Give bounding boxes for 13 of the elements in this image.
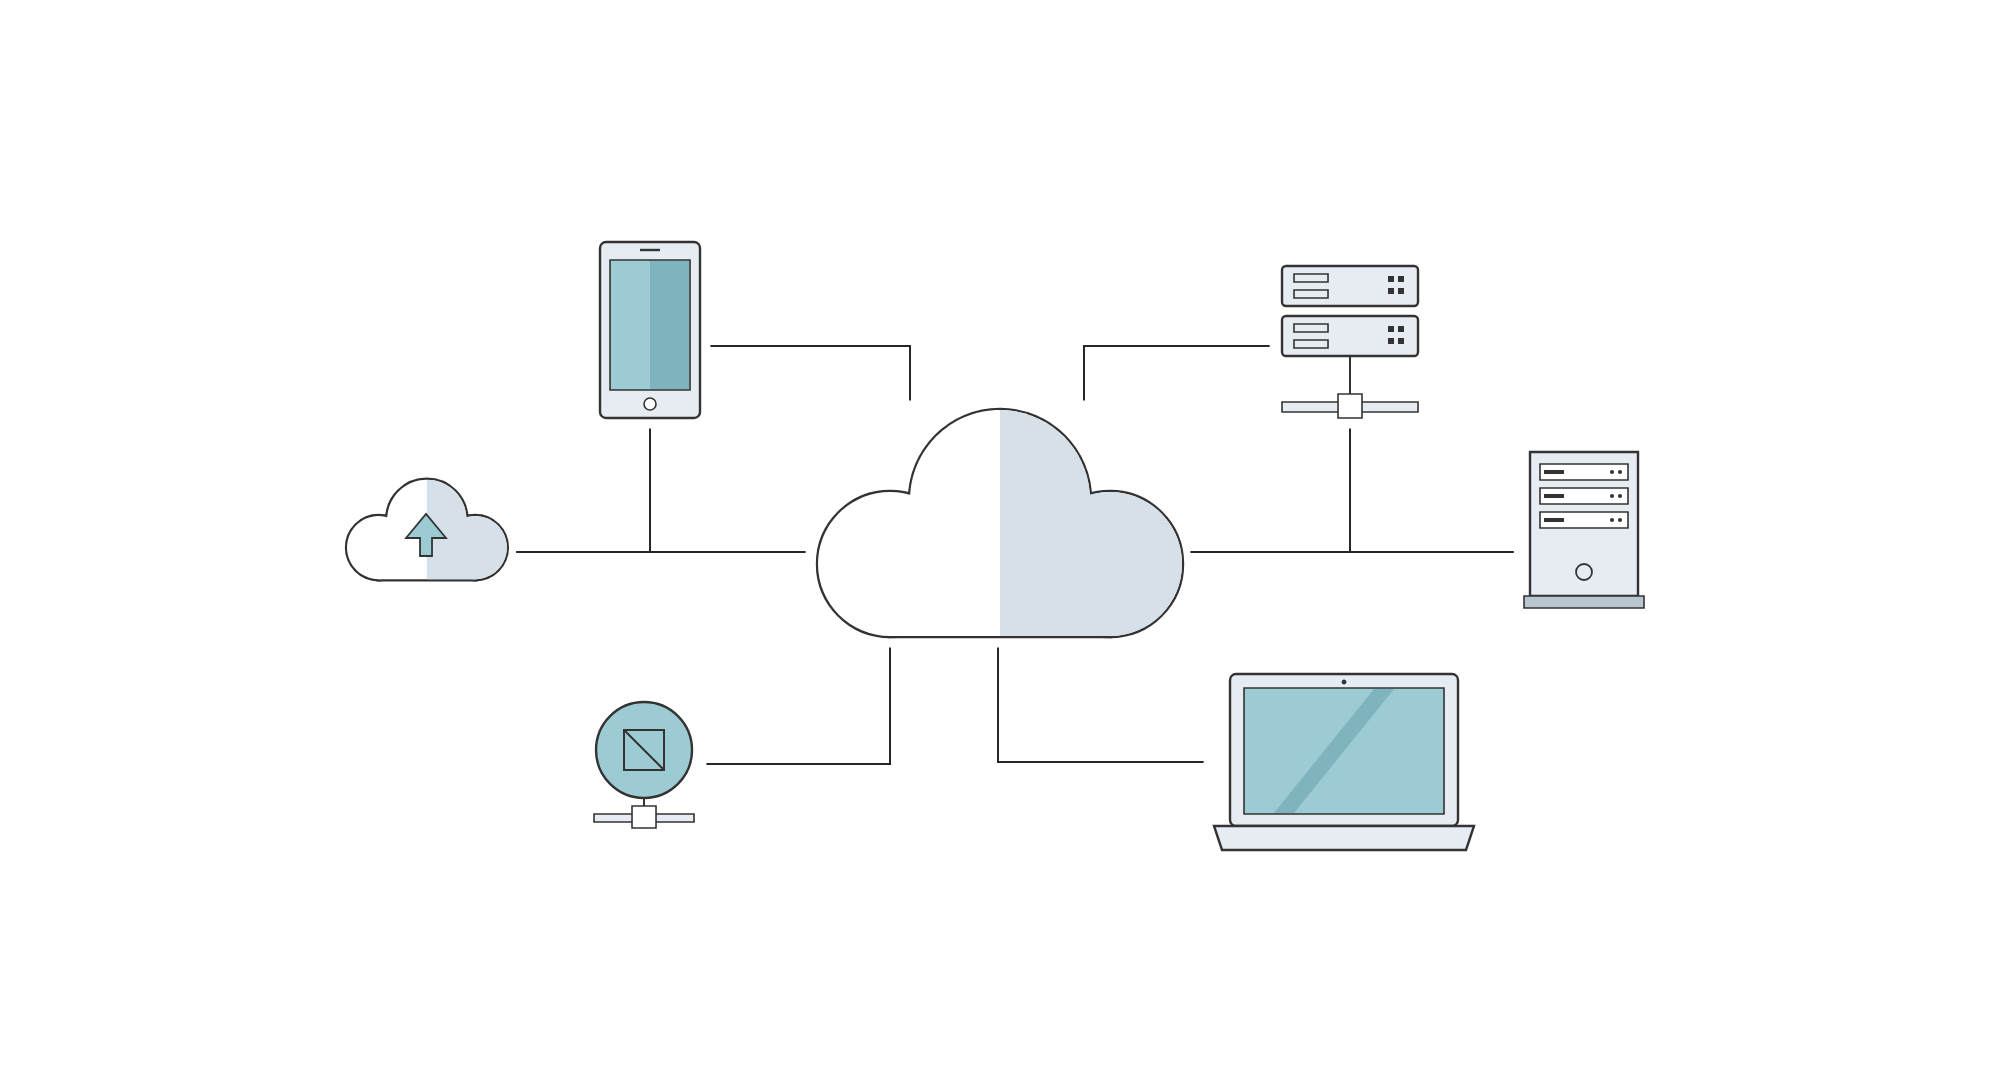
smartphone-icon (598, 240, 702, 420)
network-icon (593, 700, 695, 829)
connector-line (997, 646, 1205, 763)
server-rack-icon (1280, 264, 1420, 419)
laptop-icon (1212, 672, 1476, 852)
connector-line (1349, 427, 1515, 553)
connector-line (705, 646, 891, 765)
connector-line (515, 427, 651, 553)
connector-line (1083, 345, 1271, 402)
cloud-icon (815, 407, 1185, 639)
cloud-icon (344, 477, 509, 582)
connector-line (709, 345, 911, 402)
server-tower-icon (1523, 450, 1645, 609)
